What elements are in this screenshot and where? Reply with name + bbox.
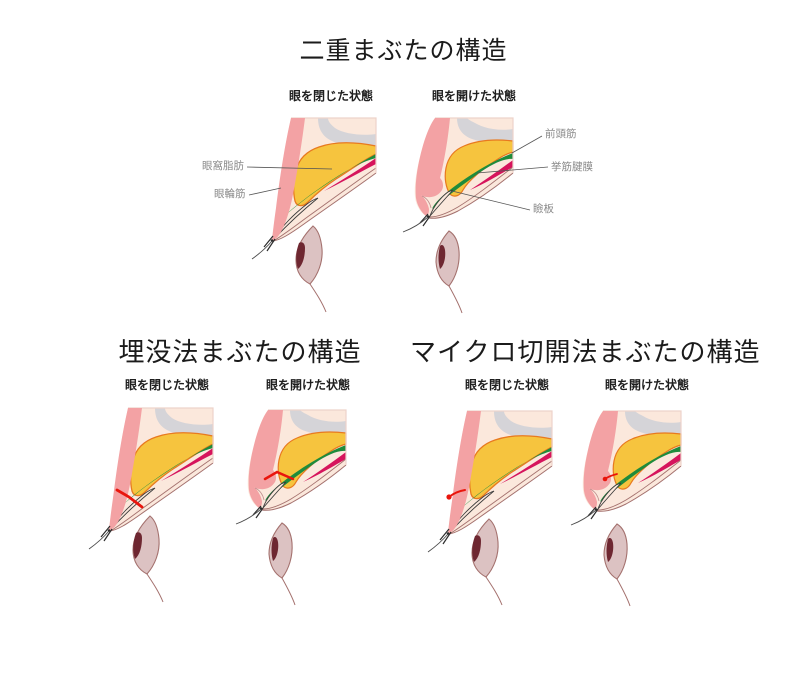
buried-suture-section-title: 埋没法まぶたの構造 [118,337,362,367]
buried-suture-closed-diagram [88,407,214,603]
leader-frontalis [511,135,543,154]
leader-tarsal-plate [451,190,531,211]
page-title: 二重まぶたの構造 [299,37,508,65]
buried-closed-state-label: 眼を閉じた状態 [124,378,209,392]
double-eyelid-open-diagram [402,117,514,314]
micro-incision-section-title: マイクロ切開法まぶたの構造 [410,337,761,367]
suture-thread [263,470,295,481]
micro-incision-closed-diagram [427,410,553,606]
double-open-state-label: 眼を開けた状態 [431,89,516,103]
micro-open-state-label: 眼を開けた状態 [604,378,689,392]
leader-levator [476,166,549,174]
double-eyelid-closed-diagram [251,117,377,313]
micro-closed-state-label: 眼を閉じた状態 [464,378,549,392]
annotation-orbital-fat: 眼窩脂肪 [202,160,244,172]
annotation-leader-lines [246,135,549,211]
buried-open-state-label: 眼を開けた状態 [265,378,350,392]
incision-fixation-line [448,489,466,498]
annotation-frontalis-muscle: 前頭筋 [545,128,577,140]
micro-incision-open-diagram [570,410,682,607]
double-closed-state-label: 眼を閉じた状態 [288,89,373,103]
buried-suture-open-diagram [235,409,347,606]
annotation-orbicularis-muscle: 眼輪筋 [214,188,246,200]
incision-fixation-line [604,473,618,480]
leader-orbital-fat [246,166,333,170]
suture-thread [115,488,144,509]
annotation-tarsal-plate: 瞼板 [533,203,554,215]
annotation-levator-aponeurosis: 挙筋腱膜 [551,161,593,173]
leader-orbicularis [248,187,282,196]
